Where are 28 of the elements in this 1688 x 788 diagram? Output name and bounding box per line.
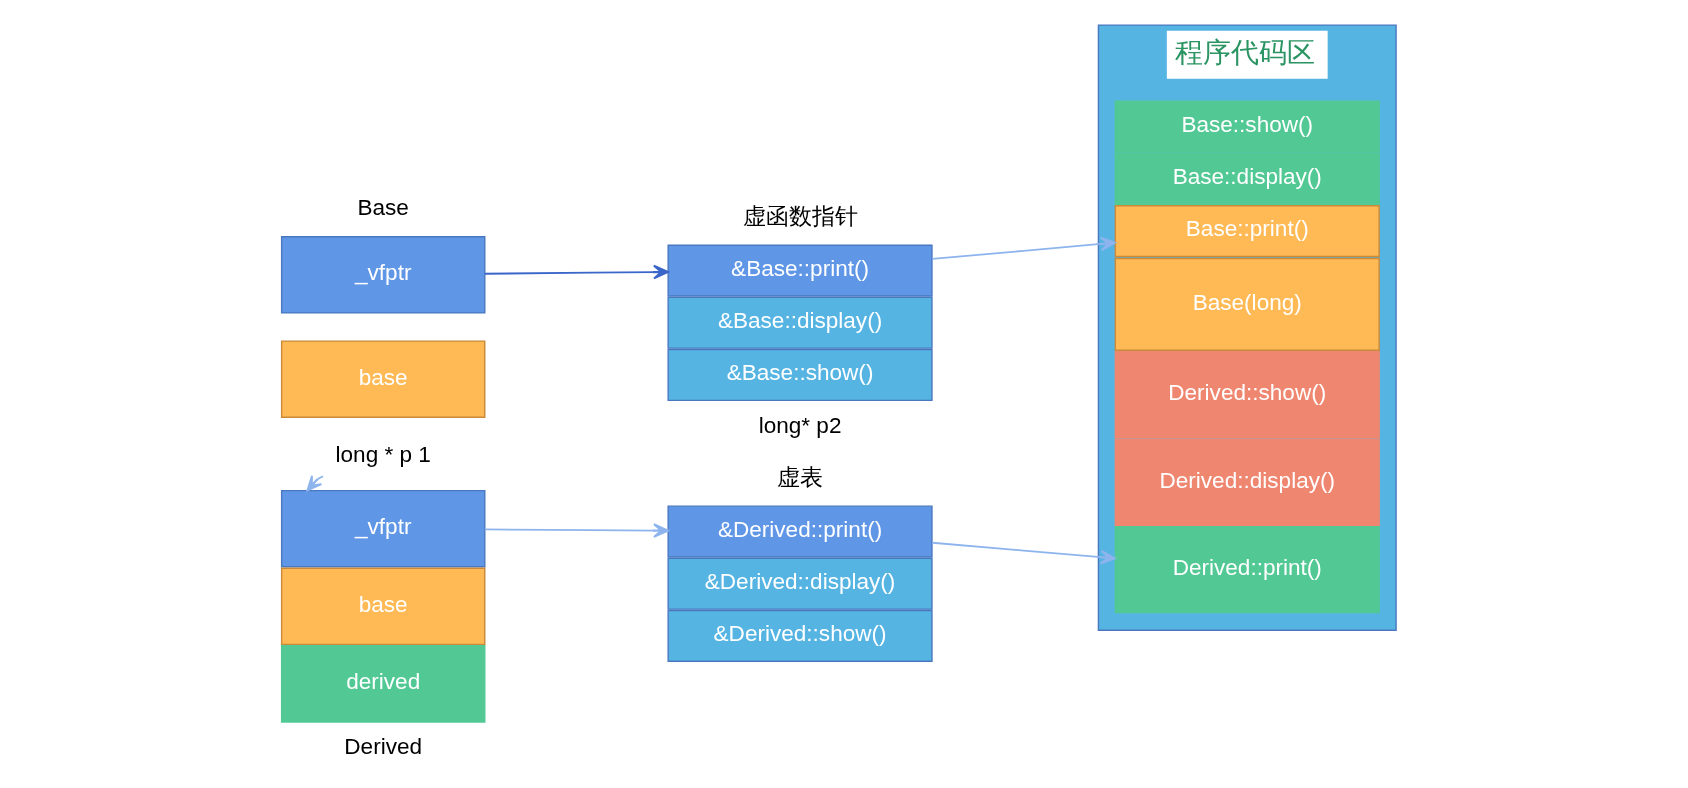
node-box: Base(long) <box>1114 257 1380 351</box>
label: long* p2 <box>758 412 841 438</box>
arrow <box>483 523 669 538</box>
node-text: long * p 1 <box>335 442 431 468</box>
arrow <box>931 541 1116 565</box>
node-box: Base::show() <box>1114 100 1380 153</box>
arrow <box>931 236 1116 260</box>
node-box: Derived::display() <box>1114 438 1380 526</box>
node-box: &Base::show() <box>666 348 933 402</box>
node-box: Derived::print() <box>1114 525 1380 614</box>
node-box: Base::print() <box>1114 204 1380 258</box>
node-box: &Base::print() <box>666 244 933 297</box>
node-box: Derived::show() <box>1114 350 1380 439</box>
node-box: Base::display() <box>1114 152 1380 205</box>
node-box: &Derived::display() <box>666 557 933 610</box>
node-box: _vfptr <box>280 236 485 314</box>
node-box: &Base::display() <box>666 296 933 349</box>
node-box: &Derived::print() <box>666 505 933 558</box>
label: Derived <box>343 734 422 760</box>
label: 虚函数指针 <box>742 203 858 229</box>
arrow <box>483 264 669 280</box>
label: Base <box>356 195 409 221</box>
node-box: base <box>280 567 485 646</box>
node-box: derived <box>280 645 485 723</box>
label: 虚表 <box>776 464 823 490</box>
node-box: base <box>280 340 485 418</box>
node-box: _vfptr <box>280 489 485 568</box>
node-box: &Derived::show() <box>666 609 933 663</box>
